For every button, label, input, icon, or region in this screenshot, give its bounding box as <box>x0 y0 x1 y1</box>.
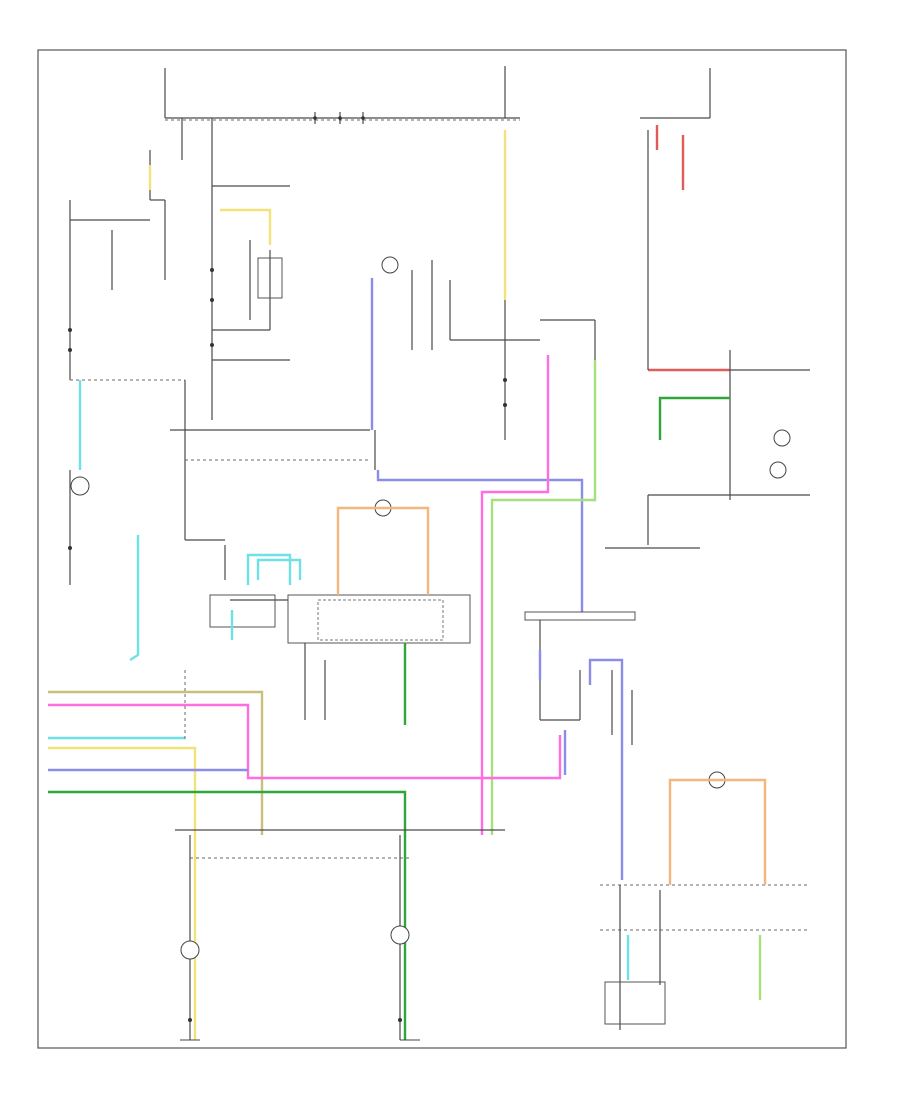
wire-blue-long <box>376 470 584 612</box>
center-left-circuit <box>170 118 370 580</box>
wire-pink-bus <box>48 703 562 780</box>
fuse-module <box>257 257 283 299</box>
lower-right-module <box>600 771 808 1030</box>
wire-pink-long <box>480 355 550 835</box>
power-bus <box>164 66 711 124</box>
lamp-icon <box>381 256 399 274</box>
lamp-icon <box>773 429 791 447</box>
lamp-icon <box>390 925 410 945</box>
left-headlamp-circuit <box>68 118 186 585</box>
wire-red-top <box>655 125 685 190</box>
diagram-frame <box>37 49 847 1049</box>
center-module <box>209 499 471 720</box>
wire-yellow-top <box>220 208 272 245</box>
wire-light-green-long <box>490 360 597 835</box>
wire-orange-center <box>336 506 430 595</box>
wire-orange-right <box>668 778 767 885</box>
top-center-circuit <box>374 256 596 470</box>
wire-blue-right <box>538 650 624 880</box>
wire-cyan-left <box>78 380 140 662</box>
lamp-icon <box>180 940 200 960</box>
lower-connector-row <box>175 829 505 1040</box>
wire-olive-bus <box>48 690 264 835</box>
lamp-icon <box>70 476 90 496</box>
wire-green-bus <box>48 790 407 1040</box>
wire-green-right <box>658 396 730 440</box>
right-center-module <box>524 611 636 745</box>
lamp-icon <box>769 461 787 479</box>
wire-cyan-center <box>230 553 302 640</box>
